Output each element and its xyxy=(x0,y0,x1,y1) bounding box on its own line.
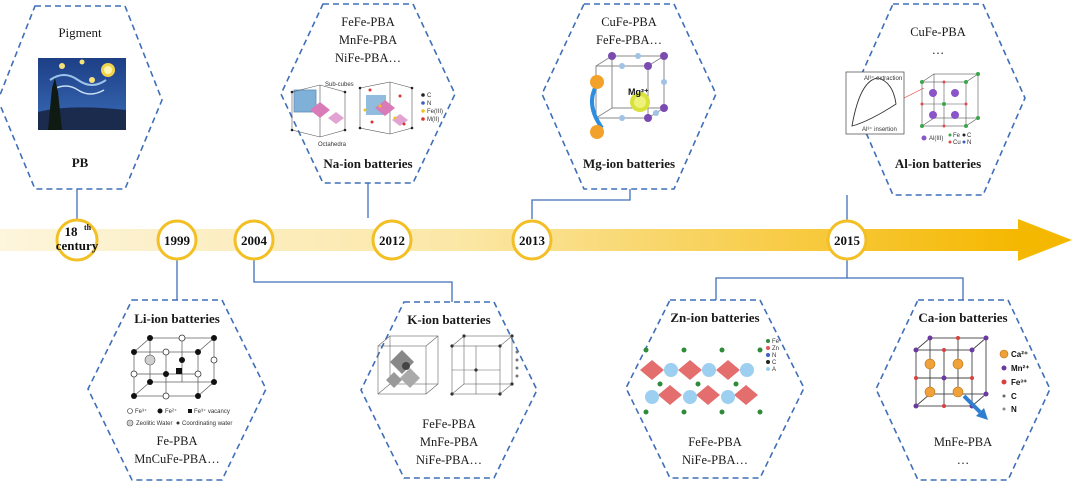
year-18-century: century xyxy=(56,238,99,253)
svg-text:N: N xyxy=(427,101,431,107)
li-legend: Fe³⁺ Fe²⁺ Fe³⁺ vacancy Zeolitic Water Co… xyxy=(126,408,232,427)
hex-k: K-ion batteries xyxy=(360,301,538,479)
svg-text:Al(III): Al(III) xyxy=(929,136,943,142)
hex-al: CuFe-PBA … Al³⁺ extraction Al³⁺ insertio… xyxy=(845,3,1026,196)
svg-text:Cu: Cu xyxy=(953,140,961,146)
na-legend: C N Fe(III) M(II) xyxy=(421,93,443,123)
al-crystal-figure: Al(III) Fe Cu C N xyxy=(920,72,980,146)
hex-zn: Zn-ion batteries Fe Zn xyxy=(625,299,805,479)
pb-title: PB xyxy=(72,155,89,170)
ca-title: Ca-ion batteries xyxy=(918,310,1007,325)
svg-text:Fe³⁺: Fe³⁺ xyxy=(135,408,147,415)
na-crystal-figure: Sub-cubes Octahedra C N Fe(III) M(II) xyxy=(290,81,443,148)
svg-text:Sub-cubes: Sub-cubes xyxy=(325,82,354,88)
svg-text:2004: 2004 xyxy=(241,233,268,248)
year-markers: 18 th century 1999 2004 2012 2013 2015 xyxy=(55,218,868,262)
k-title: K-ion batteries xyxy=(407,312,490,327)
na-title: Na-ion batteries xyxy=(323,156,412,171)
svg-text:Fe³⁺ vacancy: Fe³⁺ vacancy xyxy=(194,408,230,415)
svg-text:Al³⁺ extraction: Al³⁺ extraction xyxy=(864,75,902,82)
svg-text:Zn: Zn xyxy=(772,346,779,352)
svg-text:Coordinating water: Coordinating water xyxy=(182,421,232,427)
svg-text:CuFe-PBA: CuFe-PBA xyxy=(910,25,966,39)
svg-text:FeFe-PBA: FeFe-PBA xyxy=(688,435,741,449)
svg-text:Ca²⁺: Ca²⁺ xyxy=(1011,350,1028,359)
svg-text:N: N xyxy=(1011,405,1017,414)
year-18th-century: 18 th century xyxy=(55,218,99,262)
year-1999: 1999 xyxy=(156,219,198,261)
al-title: Al-ion batteries xyxy=(895,156,981,171)
connector-ca xyxy=(847,277,964,300)
zn-legend: Fe Zn N C A xyxy=(766,339,780,373)
svg-text:M(II): M(II) xyxy=(427,117,439,123)
al-cv-plot: Al³⁺ extraction Al³⁺ insertion xyxy=(845,71,925,135)
svg-text:NiFe-PBA…: NiFe-PBA… xyxy=(416,453,482,467)
zn-title: Zn-ion batteries xyxy=(670,310,759,325)
hex-pb: Pigment PB xyxy=(0,5,163,190)
svg-text:2012: 2012 xyxy=(379,233,405,248)
connector-mg xyxy=(531,189,631,219)
svg-text:Fe³⁺: Fe³⁺ xyxy=(1011,378,1027,387)
year-2013: 2013 xyxy=(511,219,553,261)
al-legend: Al(III) Fe Cu C N xyxy=(921,133,972,146)
k-crystal-figure xyxy=(377,334,519,396)
zn-crystal-figure: Fe Zn N C A xyxy=(640,339,780,415)
hex-li: Li-ion batteries Fe³⁺ xyxy=(87,299,267,481)
connector-k xyxy=(253,259,453,302)
svg-text:…: … xyxy=(957,453,970,467)
year-18-sup: th xyxy=(84,223,92,232)
svg-text:FeFe-PBA…: FeFe-PBA… xyxy=(596,33,662,47)
year-18-text: 18 xyxy=(65,224,79,239)
pb-top-label: Pigment xyxy=(58,25,102,40)
svg-text:Mn²⁺: Mn²⁺ xyxy=(1011,364,1029,373)
svg-text:MnFe-PBA: MnFe-PBA xyxy=(420,435,478,449)
svg-text:FeFe-PBA: FeFe-PBA xyxy=(341,15,394,29)
svg-text:2015: 2015 xyxy=(834,233,861,248)
svg-text:NiFe-PBA…: NiFe-PBA… xyxy=(682,453,748,467)
svg-text:MnFe-PBA: MnFe-PBA xyxy=(339,33,397,47)
svg-text:Fe: Fe xyxy=(953,133,961,139)
svg-text:CuFe-PBA: CuFe-PBA xyxy=(601,15,657,29)
hex-mg: CuFe-PBA FeFe-PBA… Mg²⁺ Mg-ion batteries xyxy=(541,3,717,190)
year-2004: 2004 xyxy=(233,219,275,261)
hex-na: FeFe-PBA MnFe-PBA NiFe-PBA… xyxy=(280,3,456,184)
svg-text:C: C xyxy=(1011,392,1017,401)
svg-text:C: C xyxy=(967,133,972,139)
li-title: Li-ion batteries xyxy=(134,311,220,326)
mg-ion-label: Mg²⁺ xyxy=(628,87,649,97)
hex-ca: Ca-ion batteries Ca² xyxy=(875,299,1051,481)
ca-legend: Ca²⁺ Mn²⁺ Fe³⁺ C N xyxy=(999,349,1029,414)
svg-text:C: C xyxy=(772,360,777,366)
ca-crystal-figure: Ca²⁺ Mn²⁺ Fe³⁺ C N xyxy=(913,335,1029,420)
connector-zn xyxy=(715,259,848,300)
svg-text:2013: 2013 xyxy=(519,233,546,248)
svg-text:N: N xyxy=(967,140,971,146)
svg-text:NiFe-PBA…: NiFe-PBA… xyxy=(335,51,401,65)
svg-text:A: A xyxy=(772,367,776,373)
svg-text:Fe²⁺: Fe²⁺ xyxy=(165,408,177,415)
mg-crystal-figure: Mg²⁺ xyxy=(590,52,668,139)
mg-title: Mg-ion batteries xyxy=(583,156,675,171)
svg-text:Fe: Fe xyxy=(772,339,780,345)
svg-text:1999: 1999 xyxy=(164,233,191,248)
year-2012: 2012 xyxy=(371,219,413,261)
svg-text:Al³⁺ insertion: Al³⁺ insertion xyxy=(862,126,897,133)
svg-text:FeFe-PBA: FeFe-PBA xyxy=(422,417,475,431)
svg-text:MnCuFe-PBA…: MnCuFe-PBA… xyxy=(134,452,219,466)
connectors xyxy=(76,183,964,302)
svg-text:MnFe-PBA: MnFe-PBA xyxy=(934,435,992,449)
svg-text:Fe-PBA: Fe-PBA xyxy=(157,434,198,448)
svg-text:Octahedra: Octahedra xyxy=(318,142,347,148)
svg-text:N: N xyxy=(772,353,776,359)
svg-text:…: … xyxy=(932,43,945,57)
starry-night-image xyxy=(38,58,126,130)
svg-text:Zeolitic Water: Zeolitic Water xyxy=(136,421,172,427)
svg-text:Fe(III): Fe(III) xyxy=(427,109,443,115)
li-crystal-figure: Fe³⁺ Fe²⁺ Fe³⁺ vacancy Zeolitic Water Co… xyxy=(126,334,232,427)
svg-text:C: C xyxy=(427,93,432,99)
year-2015: 2015 xyxy=(826,219,868,261)
